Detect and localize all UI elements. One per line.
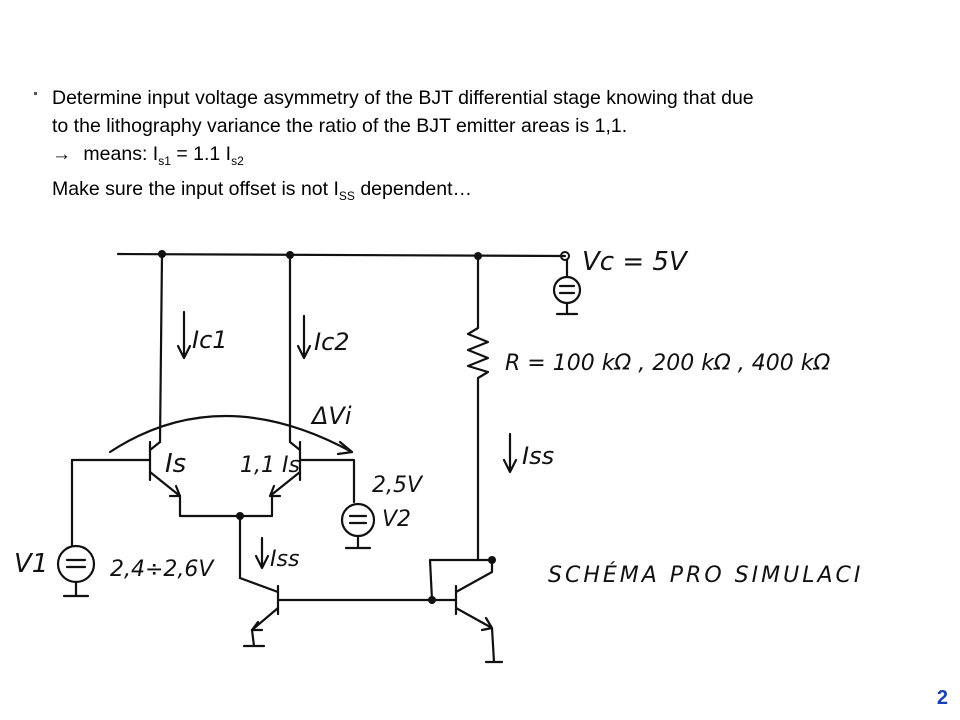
iss-mid-label: Iss bbox=[270, 547, 299, 572]
page-number: 2 bbox=[936, 687, 948, 709]
right-arrow-icon: → bbox=[52, 144, 71, 165]
task-text: Determine input voltage asymmetry of the… bbox=[52, 84, 932, 210]
current-mirror bbox=[238, 556, 504, 664]
subscript-s2: s2 bbox=[231, 154, 244, 168]
v1-source: V1 2,4÷2,6V bbox=[14, 458, 215, 598]
text-line-3: → means: Is1 = 1.1 Is2 bbox=[52, 140, 932, 175]
right-collector-branch: Ic2 bbox=[288, 253, 350, 444]
delta-vi-arc: ΔVi bbox=[108, 402, 354, 456]
r-label: R = 100 kΩ , 200 kΩ , 400 kΩ bbox=[505, 351, 830, 376]
right-bjt: 1,1 Is bbox=[240, 440, 356, 504]
bullet-dot bbox=[34, 92, 37, 95]
iss-right-label: Iss bbox=[522, 442, 554, 470]
offset-text: Make sure the input offset is not I bbox=[52, 178, 339, 200]
source-circle-icon bbox=[56, 544, 96, 584]
ic2-label: Ic2 bbox=[314, 328, 350, 356]
source-circle-icon bbox=[552, 275, 582, 305]
vc-label: Vc = 5V bbox=[582, 247, 689, 277]
means-text: means: I bbox=[83, 143, 159, 165]
dvi-label: ΔVi bbox=[310, 402, 352, 430]
v2-value: 2,5V bbox=[372, 473, 424, 498]
text-line-4: Make sure the input offset is not ISS de… bbox=[52, 175, 932, 210]
supply-rail bbox=[116, 250, 570, 261]
dependent-text: dependent… bbox=[354, 178, 473, 200]
schema-label: SCHÉMA PRO SIMULACI bbox=[548, 562, 863, 588]
emitter-node: Iss bbox=[178, 494, 299, 580]
v1-label: V1 bbox=[14, 549, 48, 579]
text-line-1: Determine input voltage asymmetry of the… bbox=[52, 87, 754, 109]
is2-label: 1,1 Is bbox=[240, 453, 300, 478]
resistor-r: R = 100 kΩ , 200 kΩ , 400 kΩ bbox=[466, 254, 830, 562]
left-bjt: Is bbox=[70, 440, 186, 498]
v2-source: 2,5V V2 bbox=[340, 473, 424, 550]
equals-text: = 1.1 I bbox=[170, 143, 232, 165]
source-circle-icon bbox=[340, 502, 376, 538]
left-collector-branch: Ic1 bbox=[158, 252, 228, 444]
terminal-circle bbox=[560, 251, 570, 261]
ic1-label: Ic1 bbox=[192, 326, 228, 354]
subscript-s1: s1 bbox=[158, 154, 171, 168]
is-label: Is bbox=[165, 449, 186, 479]
text-line-2: to the lithography variance the ratio of… bbox=[52, 115, 628, 137]
v2-label: V2 bbox=[382, 507, 411, 532]
v1-range: 2,4÷2,6V bbox=[110, 557, 215, 582]
vc-source: Vc = 5V bbox=[552, 247, 689, 316]
iss-right-arrow: Iss bbox=[502, 432, 554, 474]
bjt-differential-schematic: Vc = 5V Ic1 Ic2 R = 100 kΩ , 200 kΩ , 40… bbox=[14, 247, 863, 664]
subscript-ss: SS bbox=[338, 189, 355, 203]
